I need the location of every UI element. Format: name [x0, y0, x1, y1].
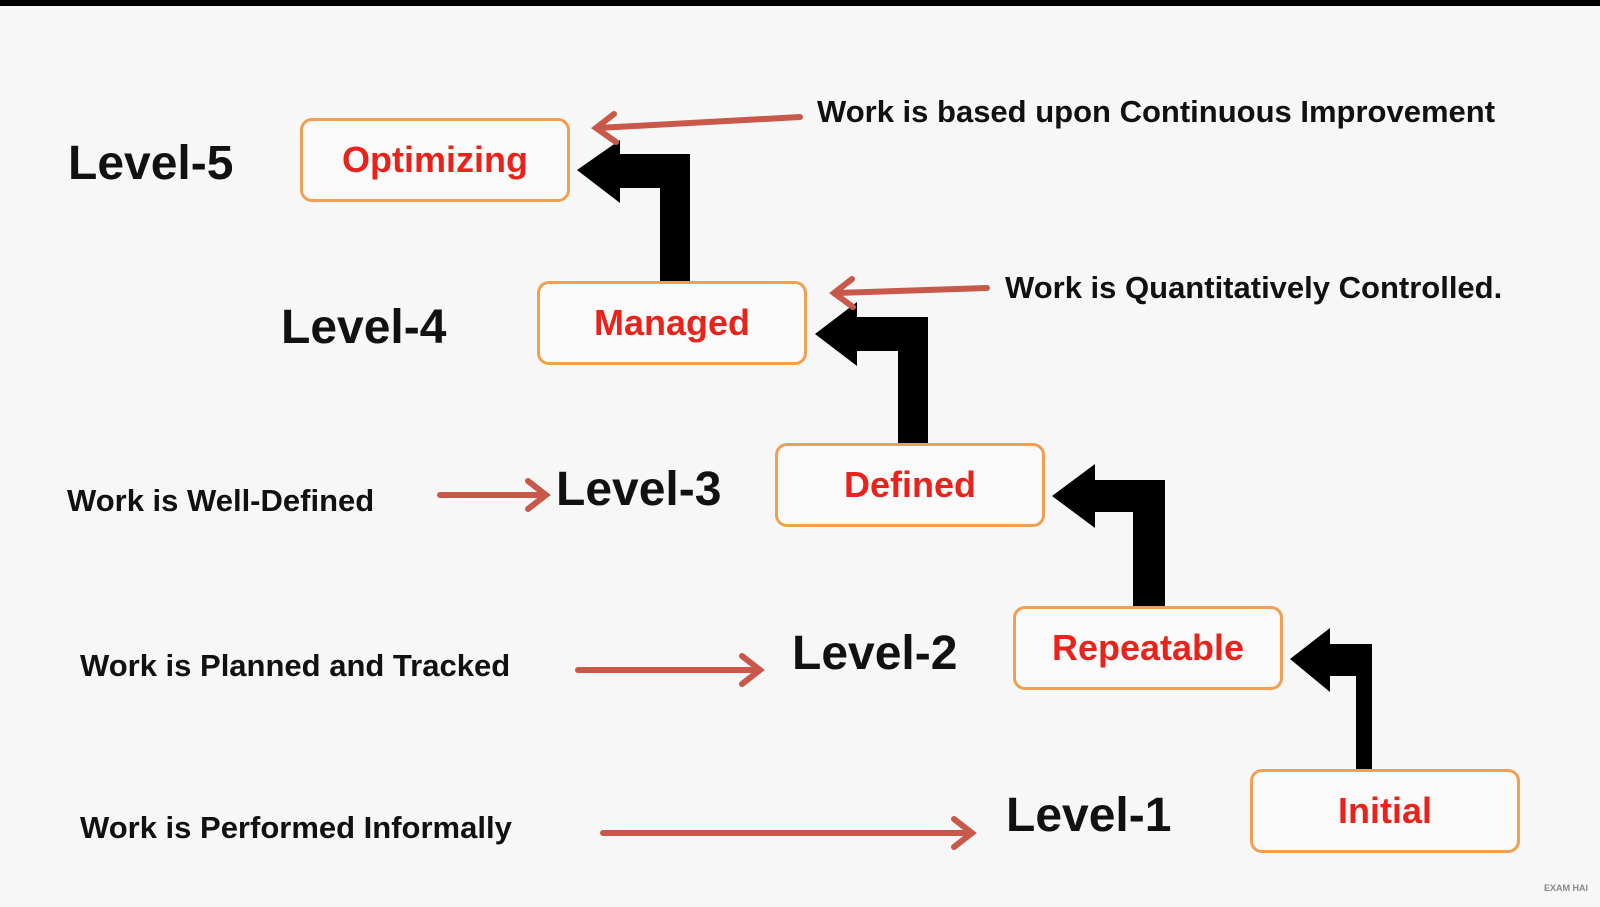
stage-name-defined: Defined: [843, 464, 976, 505]
step-arrow-3-to-4: [815, 302, 928, 447]
stage-box-defined: Defined: [775, 443, 1045, 527]
level-4-label: Level-4: [281, 301, 447, 354]
step-arrow-4-to-5: [577, 140, 690, 284]
pointer-arrow-level-5: [590, 111, 803, 145]
pointer-arrow-level-4: [829, 276, 990, 310]
level-5-description: Work is based upon Continuous Improvemen…: [817, 94, 1496, 129]
level-5-label: Level-5: [68, 137, 234, 190]
stage-box-optimizing: Optimizing: [300, 118, 570, 202]
stage-name-optimizing: Optimizing: [342, 139, 528, 180]
stage-name-initial: Initial: [1337, 790, 1432, 831]
pointer-arrow-level-2: [575, 653, 765, 687]
stage-name-repeatable: Repeatable: [1051, 627, 1245, 668]
step-arrow-1-to-2: [1290, 628, 1372, 774]
step-arrow-2-to-3: [1052, 464, 1165, 610]
level-1-description: Work is Performed Informally: [80, 810, 512, 845]
stage-box-initial: Initial: [1250, 769, 1520, 853]
level-4-description: Work is Quantitatively Controlled.: [1005, 270, 1503, 305]
stage-box-repeatable: Repeatable: [1013, 606, 1283, 690]
watermark-logo: EXAM HAI: [1543, 883, 1588, 893]
level-2-description: Work is Planned and Tracked: [80, 648, 511, 683]
level-1-label: Level-1: [1006, 789, 1172, 842]
pointer-arrow-level-3: [437, 478, 551, 512]
pointer-arrow-level-1: [600, 816, 977, 850]
level-3-description: Work is Well-Defined: [67, 483, 375, 518]
stage-box-managed: Managed: [537, 281, 807, 365]
level-2-label: Level-2: [792, 627, 958, 680]
level-3-label: Level-3: [556, 463, 722, 516]
stage-name-managed: Managed: [593, 302, 751, 343]
